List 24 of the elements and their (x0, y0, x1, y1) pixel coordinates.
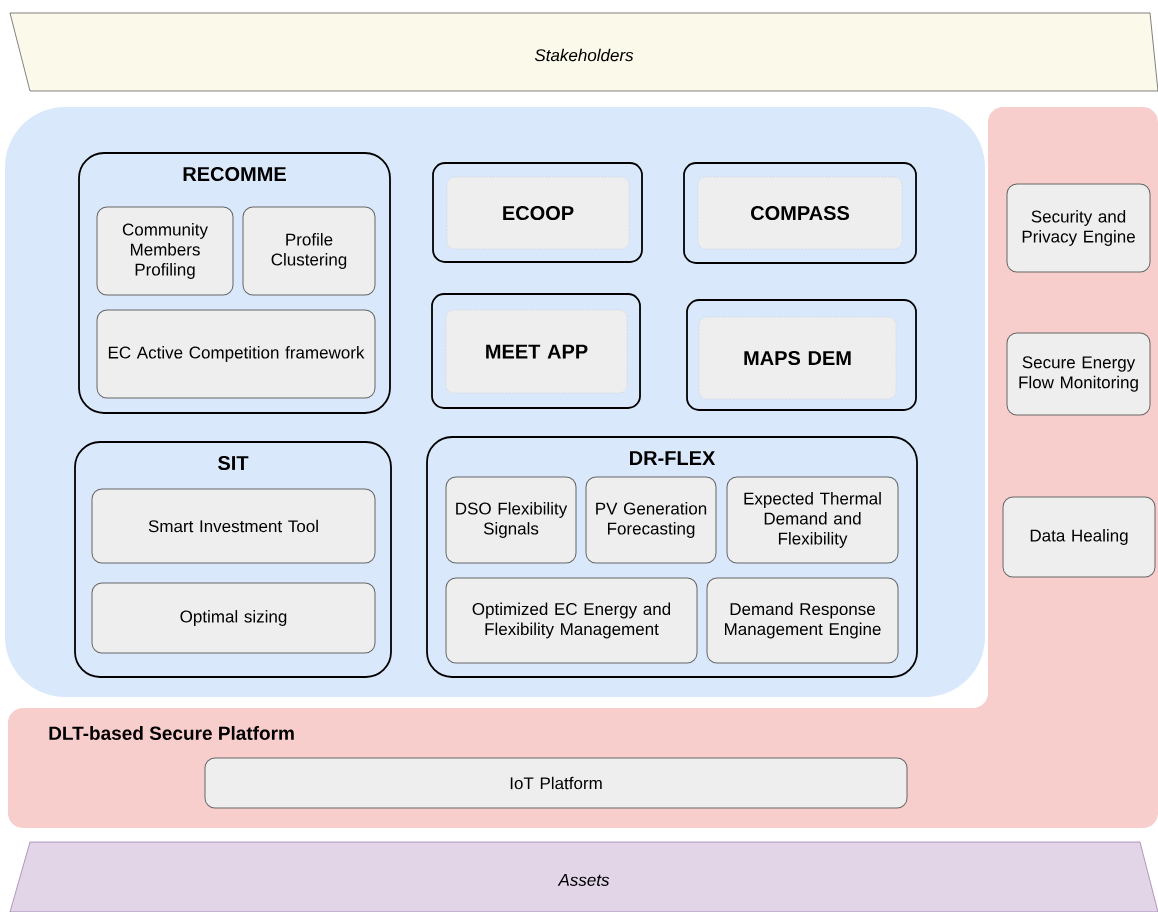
component-box: Optimized EC Energy and Flexibility Management (445, 577, 698, 664)
component-box: PV Generation Forecasting (585, 476, 717, 564)
layer-band: Assets (9, 841, 1158, 912)
component-box: Profile Clustering (242, 206, 376, 296)
component-box: Expected Thermal Demand and Flexibility (726, 476, 899, 564)
layer-band: Stakeholders (9, 12, 1158, 92)
component-box: Secure Energy Flow Monitoring (1006, 332, 1151, 416)
component-box: Data Healing (1002, 496, 1156, 578)
module-frame (683, 162, 917, 264)
component-box: Optimal sizing (91, 582, 376, 654)
app-box: MAPS DEM (698, 316, 897, 400)
component-box: DSO Flexibility Signals (445, 476, 577, 564)
module-frame (431, 293, 641, 409)
module-frame (686, 299, 917, 411)
component-box: Security and Privacy Engine (1006, 183, 1151, 273)
app-box: COMPASS (697, 176, 903, 250)
component-box: IoT Platform (204, 757, 908, 809)
app-box: ECOOP (446, 176, 630, 250)
component-box: Demand Response Management Engine (706, 577, 899, 664)
component-box: Community Members Profiling (96, 206, 234, 296)
module-frame (432, 162, 643, 263)
component-box: EC Active Competition framework (96, 309, 376, 399)
component-box: Smart Investment Tool (91, 488, 376, 564)
app-box: MEET APP (445, 309, 628, 394)
